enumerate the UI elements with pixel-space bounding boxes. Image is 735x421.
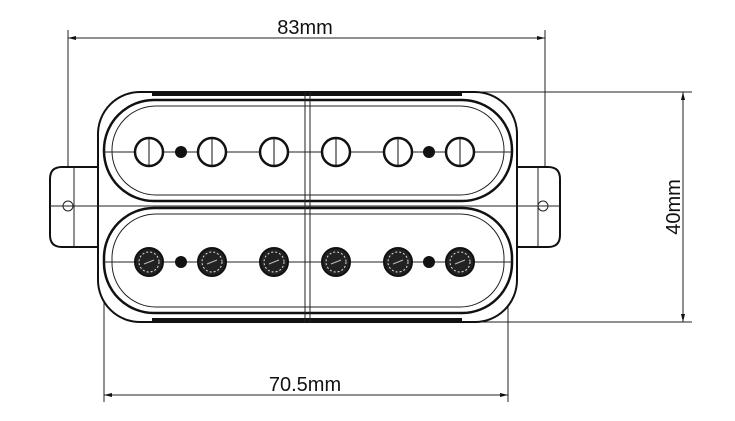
screw-slot [392, 259, 404, 265]
magnet-dot-icon [423, 146, 435, 158]
screw-thread [201, 251, 223, 273]
screw-thread [325, 251, 347, 273]
screw-slot [206, 259, 218, 265]
bottom-coil [102, 206, 514, 315]
screw-thread [263, 251, 285, 273]
height-dimension: 40mm [480, 91, 692, 323]
screw-slot [143, 259, 155, 265]
screw-thread [449, 251, 471, 273]
screw-thread [387, 251, 409, 273]
screw-slot [454, 259, 466, 265]
bobbin-length-label: 70.5mm [269, 374, 341, 396]
magnet-dot-icon [175, 256, 187, 268]
height-label: 40mm [663, 179, 685, 235]
screw-thread [138, 251, 160, 273]
magnet-dot-icon [175, 146, 187, 158]
mounting-tab-right [511, 166, 561, 248]
screw-slot [268, 259, 280, 265]
top-coil [102, 98, 514, 203]
overall-length-label: 83mm [277, 17, 333, 39]
mounting-tab-left [49, 166, 104, 248]
magnet-dot-icon [423, 256, 435, 268]
screw-slot [330, 259, 342, 265]
